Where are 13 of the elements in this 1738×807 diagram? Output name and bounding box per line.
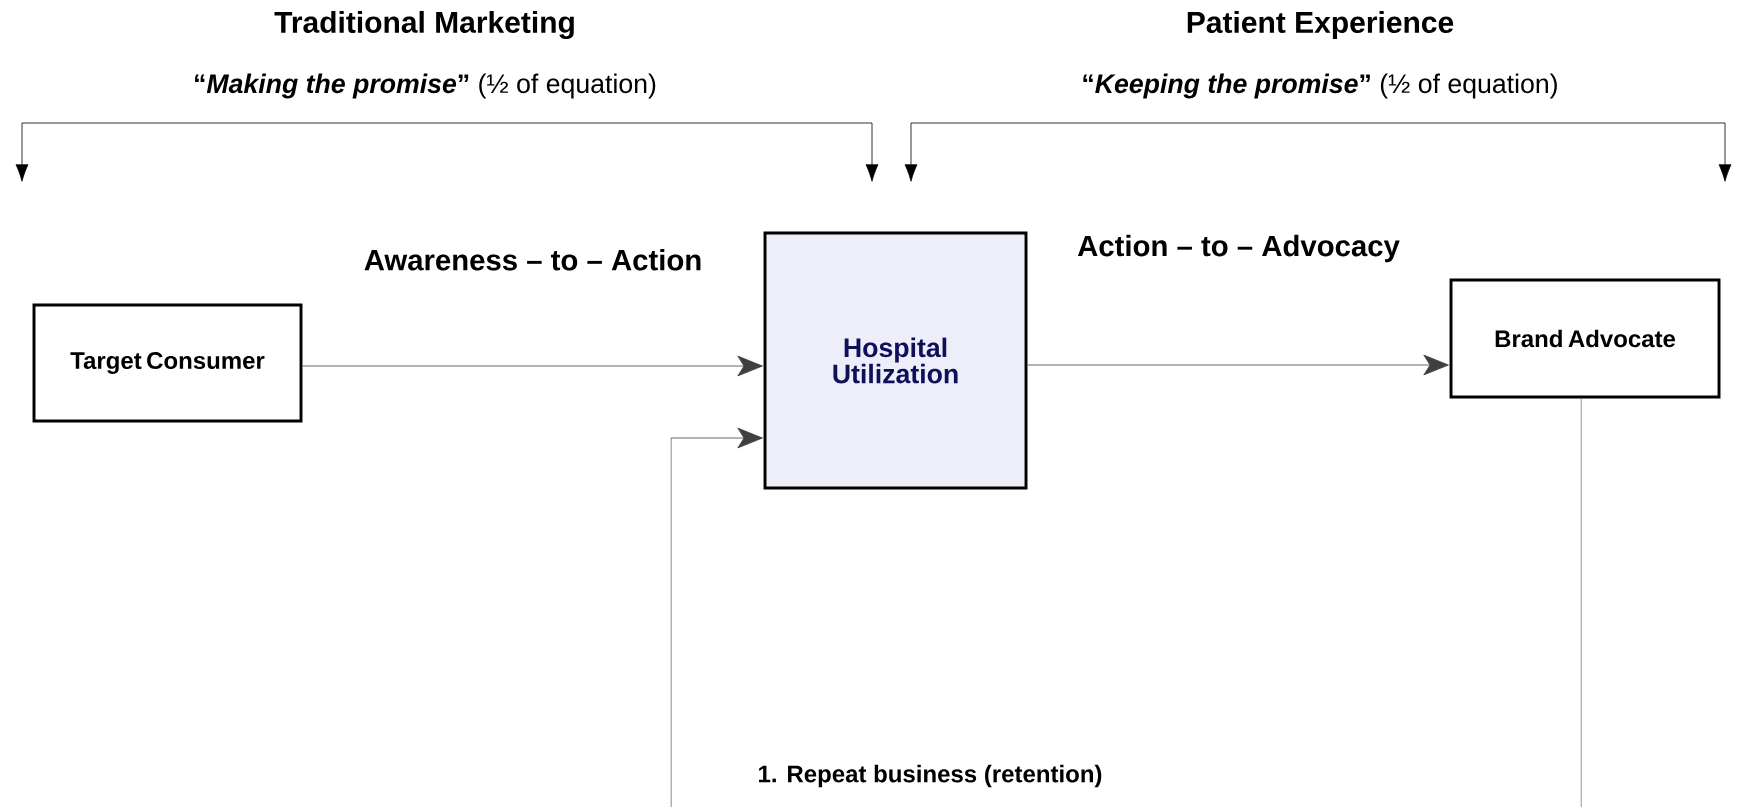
subheading: “Keeping the promise” (½ of equation): [1083, 73, 1557, 99]
note-text: 1. Repeat business (retention): [759, 764, 1102, 788]
hub-box: Hospital Utilization: [763, 231, 1028, 490]
boxed-node: Target Consumer: [32, 303, 303, 423]
boxed-node: Brand Advocate: [1449, 278, 1721, 399]
heading: Traditional Marketing: [274, 10, 574, 40]
subheading: “Making the promise” (½ of equation): [195, 73, 656, 99]
heading: Patient Experience: [1187, 11, 1454, 39]
arrow: [302, 355, 763, 377]
arrow: [670, 427, 763, 807]
edge-label: Awareness – to – Action: [361, 246, 705, 274]
edge-label: Action – to – Advocacy: [1074, 232, 1403, 265]
arrow: [1027, 354, 1449, 376]
